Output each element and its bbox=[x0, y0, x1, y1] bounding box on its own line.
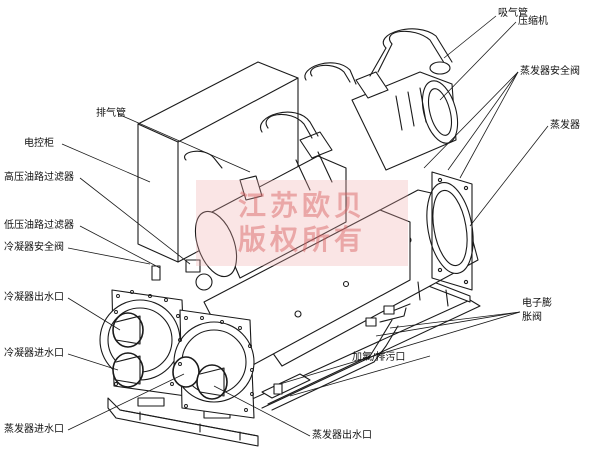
bottom-piping bbox=[261, 303, 411, 411]
label-high-pressure-oil-filter: 高压油路过滤器 bbox=[4, 172, 74, 183]
suction-pipes bbox=[183, 28, 453, 169]
label-electronic-expansion-valve-1: 电子膨 bbox=[522, 298, 552, 309]
label-exhaust-pipe: 排气管 bbox=[96, 108, 126, 119]
label-evaporator-safety-valve: 蒸发器安全阀 bbox=[520, 66, 580, 77]
label-refrigerant-drain: 加氟/排污口 bbox=[352, 352, 406, 363]
watermark: 江苏欧贝 版权所有 bbox=[196, 180, 408, 266]
leader-lines bbox=[61, 15, 549, 437]
label-evaporator-inlet: 蒸发器进水口 bbox=[4, 424, 64, 435]
label-condenser-inlet: 冷凝器进水口 bbox=[4, 348, 64, 359]
watermark-line-1: 江苏欧贝 bbox=[237, 189, 366, 222]
compressor-left bbox=[194, 131, 347, 279]
label-evaporator: 蒸发器 bbox=[550, 120, 580, 131]
label-electronic-expansion-valve-2: 胀阀 bbox=[522, 312, 542, 323]
water-nozzles bbox=[112, 312, 228, 400]
label-electric-cabinet: 电控柜 bbox=[24, 138, 54, 149]
flange-bolts bbox=[114, 290, 254, 412]
label-condenser-outlet: 冷凝器出水口 bbox=[4, 292, 64, 303]
watermark-line-2: 版权所有 bbox=[237, 223, 366, 256]
label-low-pressure-oil-filter: 低压油路过滤器 bbox=[4, 220, 74, 231]
compressor-right bbox=[351, 71, 459, 171]
label-suction-pipe: 吸气管 bbox=[498, 8, 528, 19]
label-evaporator-outlet: 蒸发器出水口 bbox=[312, 430, 372, 441]
label-compressor: 压缩机 bbox=[518, 16, 548, 27]
base-frame bbox=[107, 275, 481, 447]
label-condenser-safety-valve: 冷凝器安全阀 bbox=[4, 242, 64, 253]
oil-filters bbox=[151, 259, 213, 291]
